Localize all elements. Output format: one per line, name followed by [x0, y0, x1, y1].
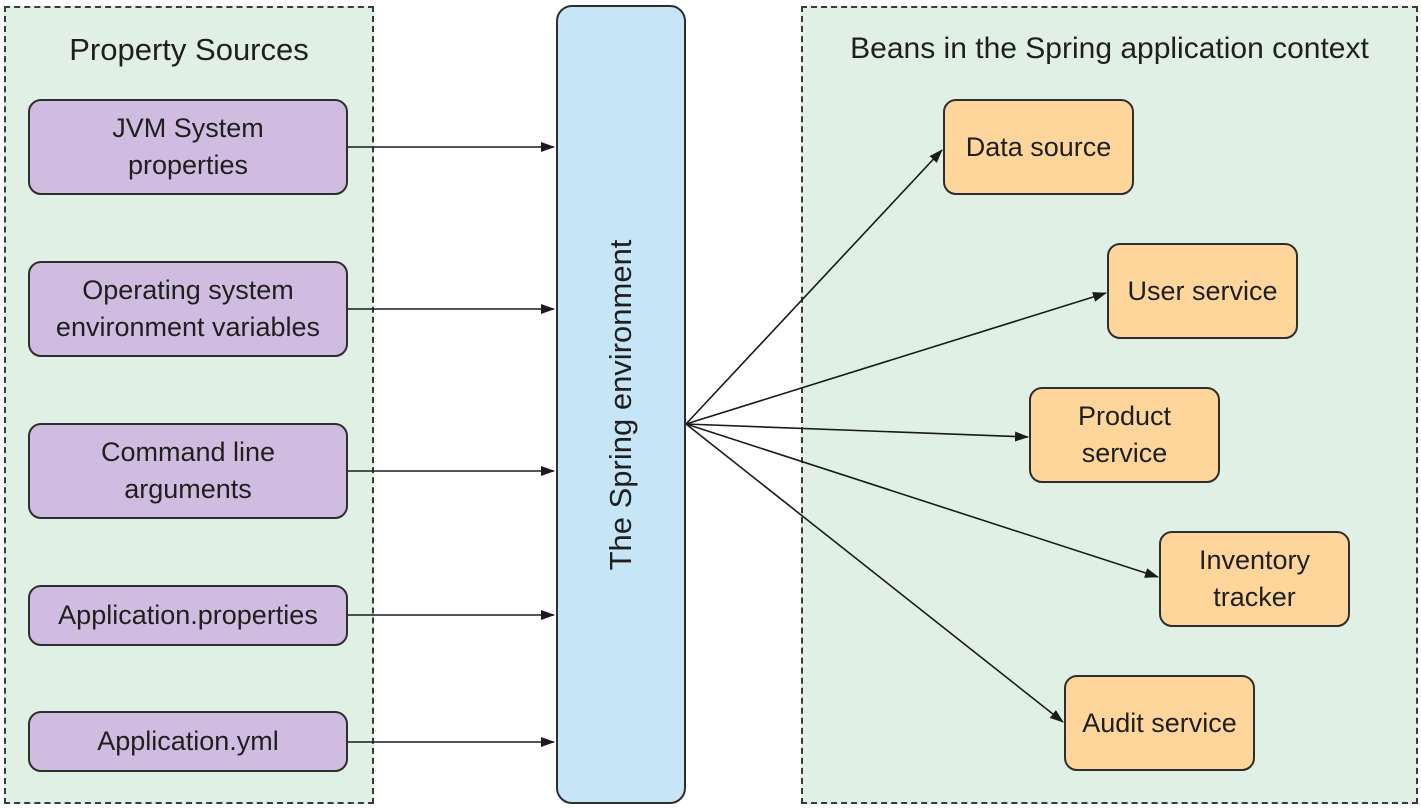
- bean-label: Audit service: [1082, 707, 1237, 738]
- bean-inventory-tracker: Inventory tracker: [1159, 531, 1350, 627]
- bean-label: Product service: [1077, 401, 1172, 468]
- source-application-properties: Application.properties: [28, 585, 348, 646]
- source-os-environment-variables: Operating system environment variables: [28, 261, 348, 357]
- source-application-yml: Application.yml: [28, 711, 348, 772]
- bean-product-service: Product service: [1029, 387, 1220, 483]
- bean-audit-service: Audit service: [1064, 675, 1255, 771]
- bean-label: User service: [1127, 275, 1278, 306]
- bean-data-source: Data source: [943, 99, 1134, 195]
- property-sources-title: Property Sources: [69, 32, 309, 67]
- source-label: Command line arguments: [100, 437, 276, 504]
- spring-environment-label: The Spring environment: [603, 239, 638, 570]
- source-label: Application.yml: [97, 726, 279, 756]
- beans-title: Beans in the Spring application context: [850, 32, 1369, 65]
- source-jvm-system-properties: JVM System properties: [28, 99, 348, 195]
- bean-label: Data source: [965, 131, 1112, 162]
- bean-user-service: User service: [1107, 243, 1298, 339]
- source-label: Application.properties: [58, 600, 318, 630]
- source-label: JVM System properties: [112, 113, 264, 180]
- source-command-line-arguments: Command line arguments: [28, 423, 348, 519]
- spring-environment: The Spring environment: [556, 5, 686, 804]
- source-label: Operating system environment variables: [55, 275, 321, 342]
- bean-label: Inventory tracker: [1198, 545, 1311, 612]
